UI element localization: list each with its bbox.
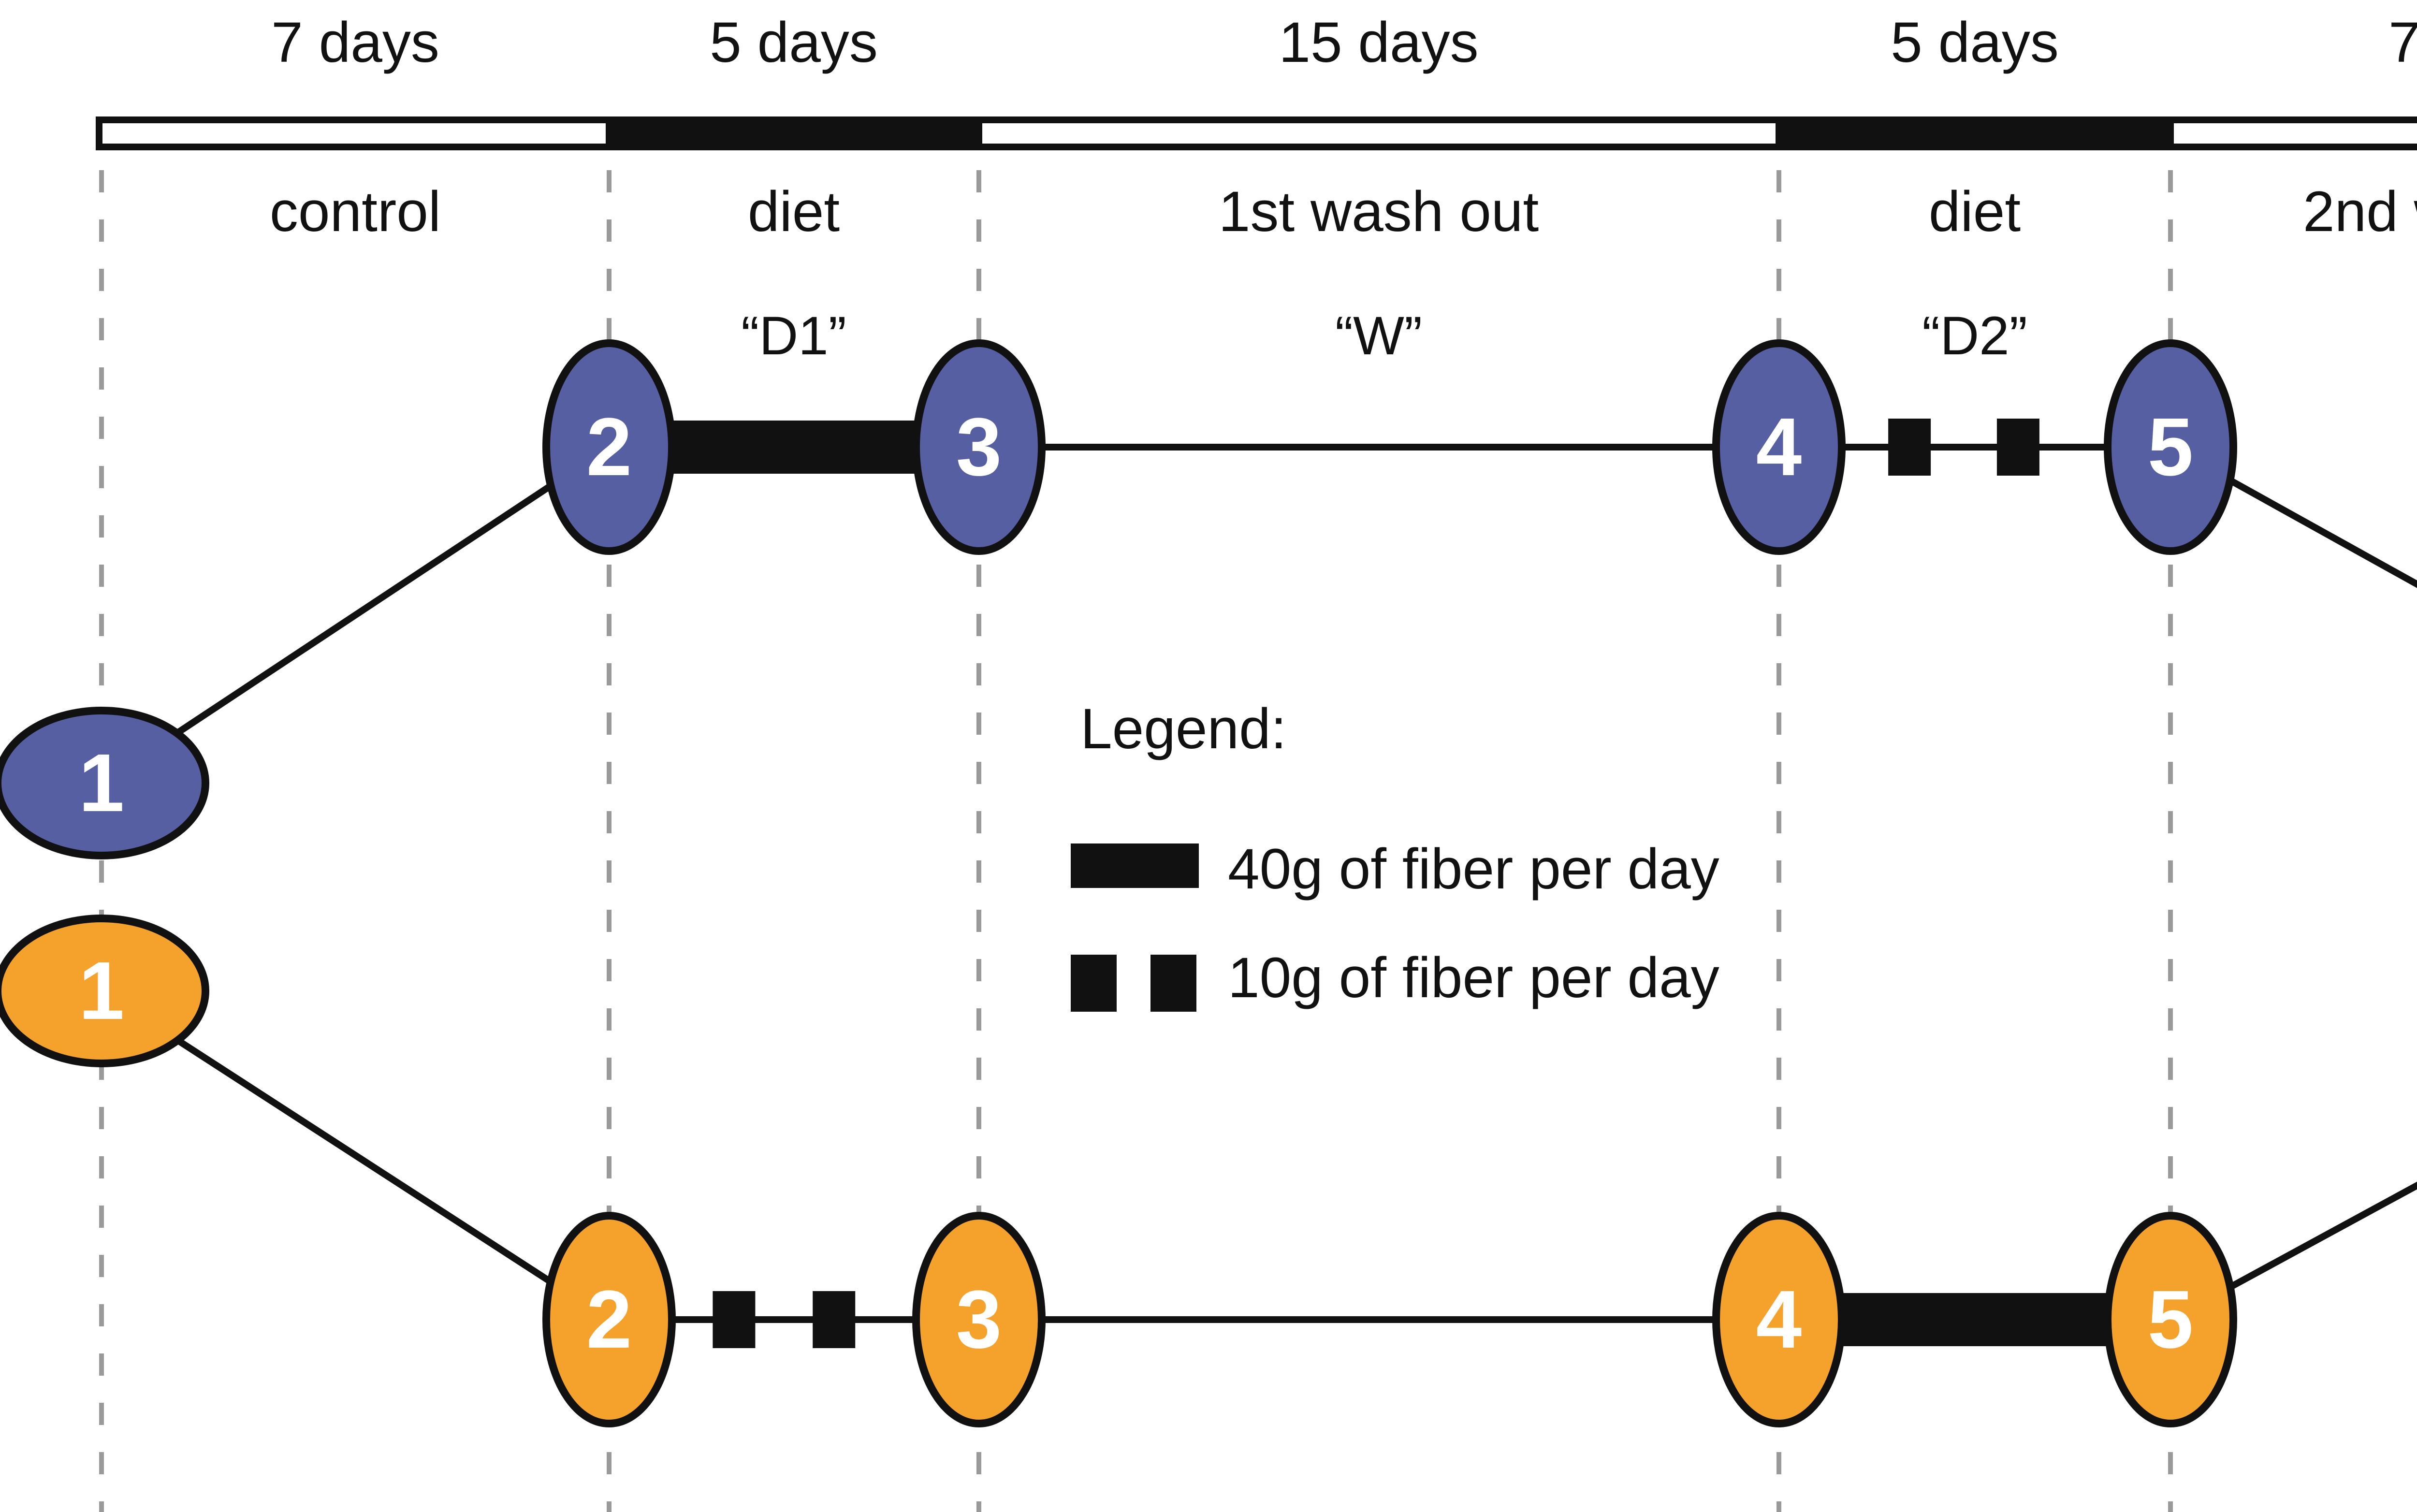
link-plain bbox=[160, 483, 553, 746]
legend-swatch-group bbox=[1071, 843, 1199, 1012]
node-arm-a-1[interactable]: 1 bbox=[0, 707, 209, 859]
node-ellipse bbox=[0, 915, 209, 1067]
node-ellipse bbox=[2104, 339, 2237, 555]
code-label-d2: “D2” bbox=[1922, 305, 2027, 366]
node-arm-a-4[interactable]: 4 bbox=[1712, 339, 1846, 555]
node-label: 5 bbox=[2148, 401, 2194, 493]
link-plain bbox=[160, 1027, 553, 1285]
node-label: 2 bbox=[586, 401, 632, 493]
node-arm-a-3[interactable]: 3 bbox=[912, 339, 1046, 555]
link-fiber10-block bbox=[713, 1291, 756, 1348]
duration-label: 5 days bbox=[710, 11, 878, 74]
node-ellipse bbox=[2104, 1212, 2237, 1427]
legend-label-40g: 40g of fiber per day bbox=[1228, 837, 1719, 901]
node-ellipse bbox=[912, 1212, 1046, 1427]
phase-label-washout-2: 2nd wash out bbox=[2303, 180, 2417, 244]
timeline-segment-diet bbox=[1776, 116, 2174, 150]
node-label: 1 bbox=[79, 737, 125, 829]
node-ellipse bbox=[542, 339, 676, 555]
node-label: 1 bbox=[79, 945, 125, 1037]
link-group bbox=[160, 419, 2417, 1348]
timeline-segment-1st-wash-out bbox=[976, 116, 1782, 150]
node-arm-b-5[interactable]: 5 bbox=[2104, 1212, 2237, 1427]
node-ellipse bbox=[542, 1212, 676, 1427]
node-arm-b-1[interactable]: 1 bbox=[0, 915, 209, 1067]
duration-label: 7 days bbox=[2388, 11, 2417, 74]
phase-label-washout-1: 1st wash out bbox=[1218, 180, 1539, 244]
link-fiber10-block bbox=[1888, 419, 1931, 476]
phase-label-diet-1: diet bbox=[747, 180, 840, 244]
node-ellipse bbox=[1712, 1212, 1846, 1427]
node-label: 5 bbox=[2148, 1274, 2194, 1366]
link-fiber40 bbox=[1839, 1293, 2111, 1346]
node-label: 4 bbox=[1756, 1274, 1802, 1366]
phase-label-diet-2: diet bbox=[1928, 180, 2021, 244]
code-label-w: “W” bbox=[1335, 305, 1423, 366]
node-label: 3 bbox=[956, 401, 1002, 493]
node-arm-a-2[interactable]: 2 bbox=[542, 339, 676, 555]
legend-swatch-40g bbox=[1071, 843, 1199, 888]
duration-label: 5 days bbox=[1891, 11, 2059, 74]
node-group: 123456123456 bbox=[0, 339, 2237, 1427]
node-arm-a-5[interactable]: 5 bbox=[2104, 339, 2237, 555]
node-ellipse bbox=[0, 707, 209, 859]
legend-label-10g: 10g of fiber per day bbox=[1228, 946, 1719, 1010]
node-ellipse bbox=[912, 339, 1046, 555]
timeline-bar bbox=[96, 116, 2417, 150]
node-label: 4 bbox=[1756, 401, 1802, 493]
timeline-segment-diet bbox=[606, 116, 982, 150]
legend-swatch-10g-block bbox=[1150, 955, 1196, 1012]
duration-label: 15 days bbox=[1279, 11, 1479, 74]
legend-swatch-10g-block bbox=[1071, 955, 1117, 1012]
timeline-segment-2nd-wash-out bbox=[2167, 116, 2417, 150]
node-arm-b-2[interactable]: 2 bbox=[542, 1212, 676, 1427]
node-arm-b-3[interactable]: 3 bbox=[912, 1212, 1046, 1427]
link-plain bbox=[2230, 1181, 2417, 1289]
phase-label-control: control bbox=[269, 180, 441, 244]
link-plain bbox=[2230, 478, 2417, 588]
node-arm-b-4[interactable]: 4 bbox=[1712, 1212, 1846, 1427]
code-label-d1: “D1” bbox=[741, 305, 846, 366]
link-fiber40 bbox=[669, 421, 919, 474]
node-label: 3 bbox=[956, 1274, 1002, 1366]
link-fiber10-block bbox=[1996, 419, 2039, 476]
duration-label: 7 days bbox=[271, 11, 439, 74]
timeline-segment-control bbox=[96, 116, 612, 150]
link-fiber10-block bbox=[813, 1291, 856, 1348]
node-ellipse bbox=[1712, 339, 1846, 555]
node-label: 2 bbox=[586, 1274, 632, 1366]
legend-title: Legend: bbox=[1080, 697, 1287, 761]
